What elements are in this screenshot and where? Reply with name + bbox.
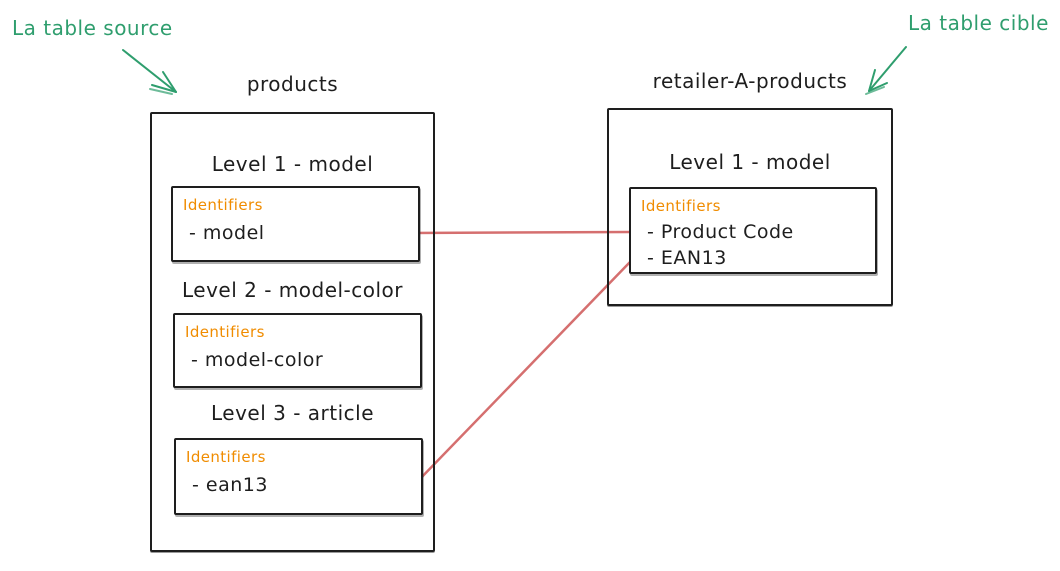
source-table-title: products <box>246 72 339 96</box>
identifiers-title: Identifiers <box>183 196 263 214</box>
source-table-box: Level 1 - model Identifiers - model Leve… <box>150 112 435 552</box>
source-level-1-identifiers-box: Identifiers - model <box>171 186 420 262</box>
target-annotation-label: La table cible <box>908 11 1049 35</box>
target-level-1-label: Level 1 - model <box>669 150 831 174</box>
target-level-1-identifiers-box: Identifiers - Product Code - EAN13 <box>629 187 877 274</box>
identifier-item: - EAN13 <box>647 247 727 269</box>
identifiers-title: Identifiers <box>641 197 721 215</box>
red-connector-ean13-to-target <box>415 259 633 484</box>
identifiers-title: Identifiers <box>186 448 266 466</box>
source-level-3-identifiers-box: Identifiers - ean13 <box>174 438 423 515</box>
identifier-item: - ean13 <box>192 474 268 496</box>
source-level-2-label: Level 2 - model-color <box>181 278 404 302</box>
identifier-item: - model <box>189 222 265 244</box>
red-connector-model-to-target <box>408 230 633 235</box>
identifiers-title: Identifiers <box>185 323 265 341</box>
source-level-1-label: Level 1 - model <box>211 152 374 176</box>
identifier-item: - Product Code <box>647 221 794 243</box>
source-level-2-identifiers-box: Identifiers - model-color <box>173 313 422 388</box>
identifier-item: - model-color <box>191 349 324 371</box>
target-table-box: Level 1 - model Identifiers - Product Co… <box>607 108 893 306</box>
source-level-3-label: Level 3 - article <box>210 401 375 425</box>
target-table-title: retailer-A-products <box>652 69 848 93</box>
source-annotation-label: La table source <box>12 16 173 40</box>
